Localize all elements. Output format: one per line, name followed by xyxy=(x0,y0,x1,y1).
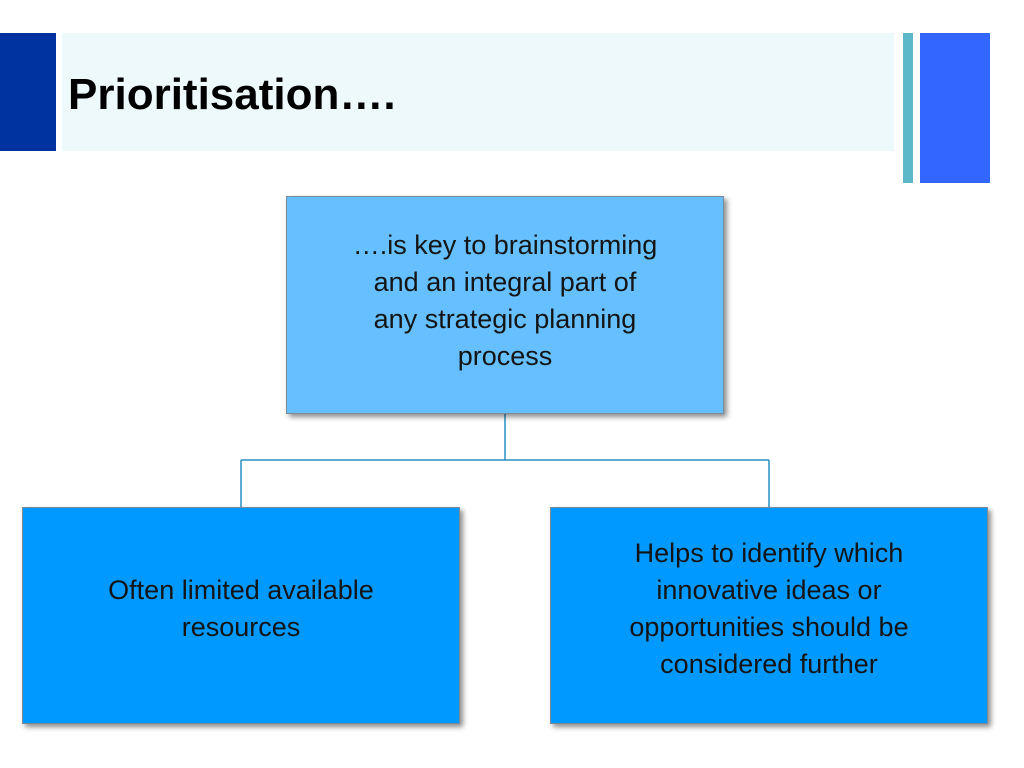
title-band: Prioritisation…. xyxy=(62,33,894,151)
child-node-right-line: opportunities should be xyxy=(629,611,909,642)
child-node-right: Helps to identify which innovative ideas… xyxy=(550,507,988,724)
slide-title: Prioritisation…. xyxy=(68,70,396,119)
child-node-right-line: innovative ideas or xyxy=(656,574,882,605)
root-node-line: and an integral part of xyxy=(373,267,637,297)
child-node-right-line: Helps to identify which xyxy=(634,537,904,568)
title-accent-bar xyxy=(0,33,56,151)
decorative-bar-thin xyxy=(903,33,913,183)
root-node-text: ….is key to brainstorming and an integra… xyxy=(353,227,658,375)
child-node-right-line: considered further xyxy=(660,648,878,679)
child-node-left: Often limited available resources xyxy=(22,507,460,724)
child-node-right-text: Helps to identify which innovative ideas… xyxy=(629,535,908,683)
root-node-line: process xyxy=(457,341,553,371)
child-node-left-line: resources xyxy=(181,611,301,642)
child-node-left-text: Often limited available resources xyxy=(108,572,374,646)
root-node-line: ….is key to brainstorming xyxy=(352,230,658,260)
child-node-left-line: Often limited available xyxy=(108,574,374,605)
root-node: ….is key to brainstorming and an integra… xyxy=(286,196,724,414)
root-node-line: any strategic planning xyxy=(373,304,637,334)
decorative-bar-wide xyxy=(920,33,990,183)
